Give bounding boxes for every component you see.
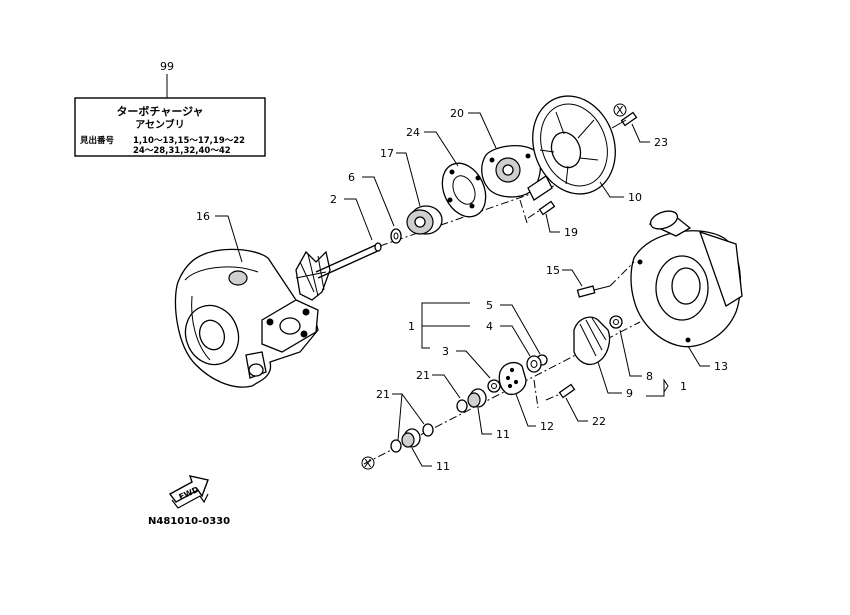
label-15: 15 xyxy=(546,264,560,277)
label-13: 13 xyxy=(714,360,728,373)
leader-11a xyxy=(477,407,492,435)
journal-bearing-11b xyxy=(401,428,421,448)
assembly-incl-line1: 1,10〜13,15〜17,19〜22 xyxy=(133,136,245,146)
leader-12 xyxy=(515,393,536,427)
leader-2 xyxy=(344,198,373,241)
assembly-box: 99 ターボチャージャ アセンブリ 見出番号 1,10〜13,15〜17,19〜… xyxy=(74,60,266,157)
leader-8 xyxy=(619,329,642,377)
seal-plate-17 xyxy=(406,205,443,235)
label-24: 24 xyxy=(406,126,420,139)
leader-4 xyxy=(500,325,531,357)
leader-9 xyxy=(597,361,622,394)
fwd-arrow-icon: FWD xyxy=(168,475,209,509)
label-3: 3 xyxy=(442,345,449,358)
leader-16 xyxy=(215,215,243,263)
assembly-incl-label: 見出番号 xyxy=(79,135,115,146)
ref-x-bottom-text: X xyxy=(364,457,372,470)
label-19: 19 xyxy=(564,226,578,239)
leader-22 xyxy=(565,397,588,422)
bracket-8-9 xyxy=(646,378,669,397)
bolt-19 xyxy=(519,199,556,227)
back-plate-10 xyxy=(532,95,616,195)
label-12: 12 xyxy=(540,420,554,433)
sleeve-4 xyxy=(526,355,542,373)
label-4: 4 xyxy=(486,320,493,333)
leader-24 xyxy=(424,131,459,167)
ref-x-top-text: X xyxy=(616,104,624,117)
label-5: 5 xyxy=(486,299,493,312)
bolt-23 xyxy=(611,111,638,129)
thrust-plate-12 xyxy=(498,361,527,396)
bolt-15 xyxy=(576,261,635,298)
bolt-22 xyxy=(533,379,576,409)
label-10: 10 xyxy=(628,191,642,204)
label-20: 20 xyxy=(450,107,464,120)
label-16: 16 xyxy=(196,210,210,223)
assembly-title: ターボチャージャ xyxy=(116,104,203,118)
leader-15 xyxy=(562,269,583,287)
ref-x-top xyxy=(613,103,627,117)
bearing-3 xyxy=(487,379,501,393)
label-11a: 11 xyxy=(496,428,510,441)
label-1b: 1 xyxy=(680,380,687,393)
leader-19 xyxy=(545,213,560,233)
leader-20 xyxy=(468,112,497,149)
nut-8 xyxy=(609,315,623,329)
leader-6 xyxy=(362,176,395,227)
bracket-1 xyxy=(421,302,430,349)
leader-10 xyxy=(599,181,624,198)
leader-21a xyxy=(432,374,461,399)
turbine-housing xyxy=(174,248,319,388)
gasket-24 xyxy=(441,162,487,218)
leader-13 xyxy=(687,345,710,367)
compressor-wheel-9 xyxy=(573,316,611,366)
label-11b: 11 xyxy=(436,460,450,473)
label-6: 6 xyxy=(348,171,355,184)
leader-21b-b xyxy=(397,393,403,441)
label-9: 9 xyxy=(626,387,633,400)
ref-x-bottom xyxy=(361,456,375,470)
label-21a: 21 xyxy=(416,369,430,382)
assembly-frame xyxy=(74,97,266,157)
snap-ring-21a xyxy=(456,399,468,413)
journal-bearing-11a xyxy=(467,388,487,408)
leader-21b-a xyxy=(392,393,425,425)
bearing-housing-20 xyxy=(481,145,553,201)
label-8: 8 xyxy=(646,370,653,383)
compressor-housing-13 xyxy=(630,210,743,348)
snap-ring-21b-b xyxy=(390,439,402,453)
leader-23 xyxy=(631,123,650,143)
label-23: 23 xyxy=(654,136,668,149)
assembly-subtitle: アセンブリ xyxy=(135,118,185,131)
label-17: 17 xyxy=(380,147,394,160)
leader-3 xyxy=(456,350,491,379)
drawing-number: N481010-0330 xyxy=(148,516,230,527)
snap-ring-21b-a xyxy=(422,423,434,437)
label-2: 2 xyxy=(330,193,337,206)
label-1a: 1 xyxy=(408,320,415,333)
label-22: 22 xyxy=(592,415,606,428)
label-21b: 21 xyxy=(376,388,390,401)
turbine-shaft xyxy=(295,242,382,301)
leader-11b xyxy=(411,447,432,467)
assembly-ref-number: 99 xyxy=(160,60,174,73)
leader-5 xyxy=(500,304,541,355)
leader-17 xyxy=(396,152,421,207)
assembly-incl-line2: 24〜28,31,32,40〜42 xyxy=(133,146,231,156)
washer-6 xyxy=(390,228,402,244)
